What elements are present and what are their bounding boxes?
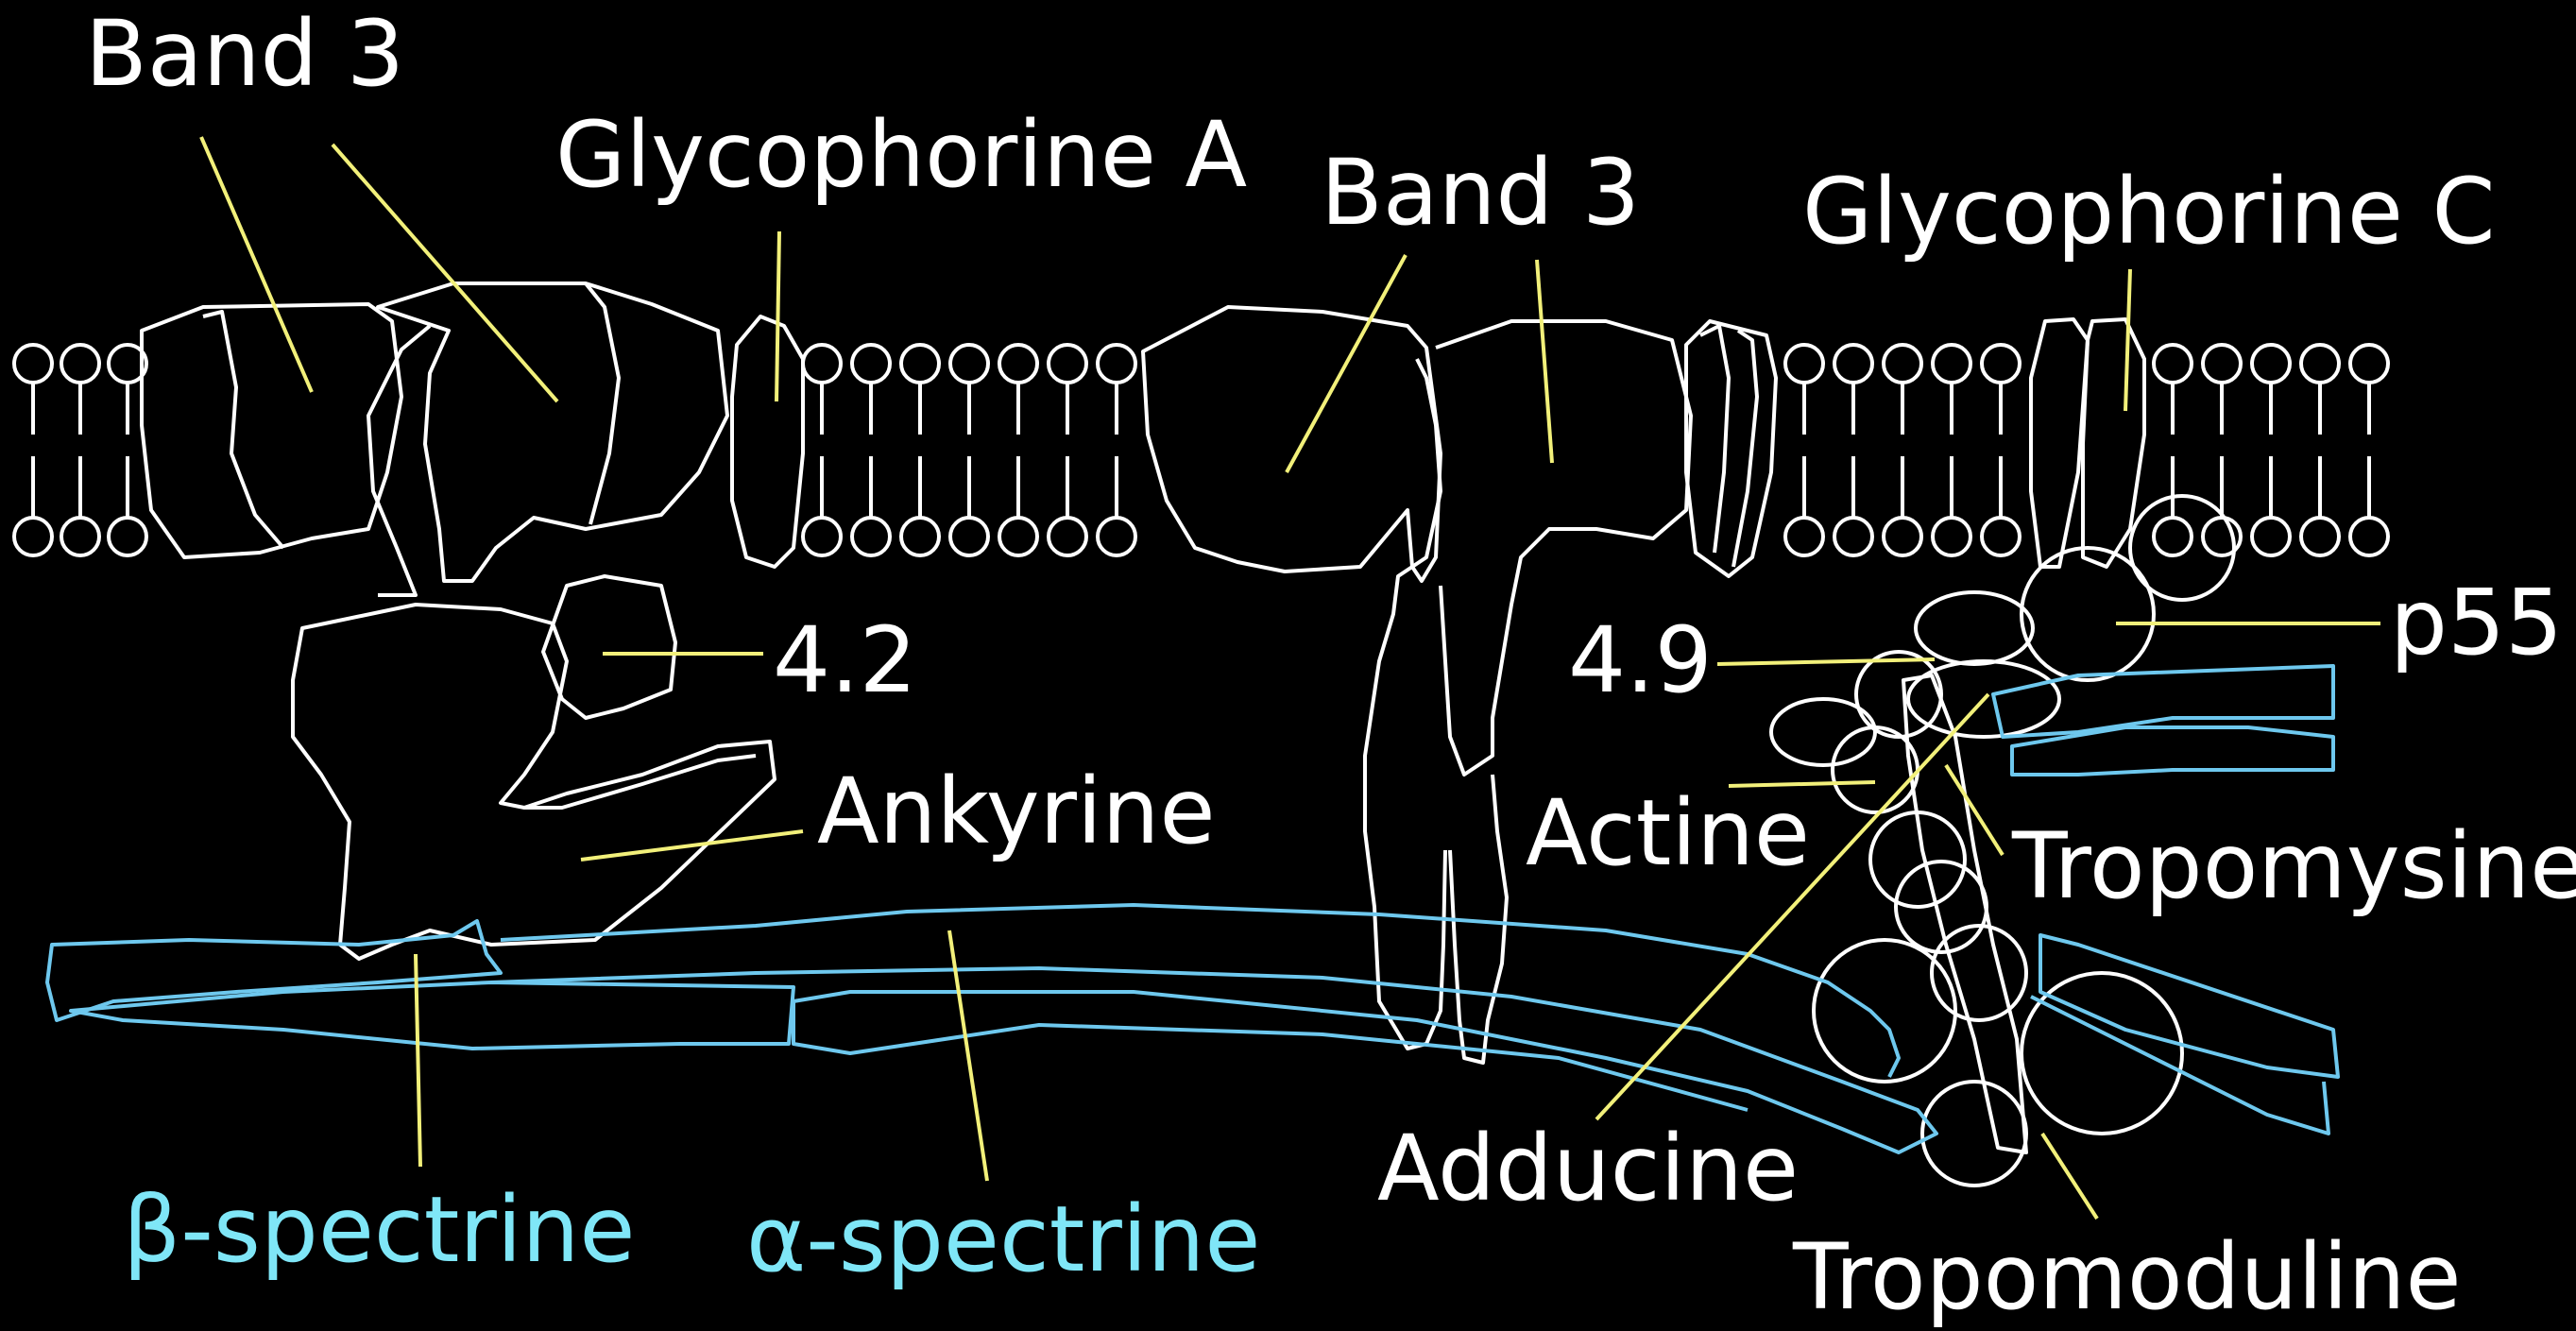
label-p55: p55 [2390, 570, 2563, 675]
lipid-head [1098, 345, 1135, 383]
lipid-head [2154, 345, 2192, 383]
label-band3-left: Band 3 [85, 1, 404, 107]
label-tropomysine: Tropomysine [2011, 813, 2576, 919]
label-beta-spectrine: β-spectrine [123, 1177, 635, 1283]
transmembrane-protein-right [1686, 321, 1776, 576]
lipid-head [14, 518, 52, 555]
lipid-head [852, 345, 890, 383]
lipid-head [803, 345, 841, 383]
lipid-head [950, 518, 988, 555]
lipid-head [2350, 518, 2388, 555]
label-ankyrine: Ankyrine [817, 759, 1216, 864]
lipid-head [901, 345, 939, 383]
lipid-head [1098, 518, 1135, 555]
lipid-head [1884, 345, 1921, 383]
lipid-head [1049, 518, 1086, 555]
lipid-head [999, 345, 1037, 383]
label-tropomoduline: Tropomoduline [1792, 1224, 2462, 1330]
label-adducine: Adducine [1377, 1116, 1799, 1221]
lipid-head [2252, 345, 2290, 383]
lipid-head [2301, 345, 2339, 383]
label-protein-4-2: 4.2 [773, 607, 917, 713]
lipid-head [1884, 518, 1921, 555]
lipid-head [1049, 345, 1086, 383]
band3-left-protein [142, 283, 727, 595]
lipid-head [950, 345, 988, 383]
lipid-head [2252, 518, 2290, 555]
label-actine: Actine [1526, 780, 1810, 886]
lipid-head [1982, 345, 2020, 383]
ankyrine-protein [293, 605, 775, 959]
lipid-head [1834, 518, 1872, 555]
label-glycophorine-c: Glycophorine C [1802, 159, 2496, 264]
label-alpha-spectrine: α-spectrine [746, 1186, 1260, 1292]
labels: Band 3 Glycophorine A Band 3 Glycophorin… [85, 1, 2576, 1330]
label-protein-4-9: 4.9 [1568, 607, 1713, 713]
lipid-head [2154, 518, 2192, 555]
lipid-head [61, 345, 99, 383]
lipid-head [803, 518, 841, 555]
glycophorine-a-protein [732, 316, 803, 567]
lipid-head [2203, 345, 2241, 383]
lipid-head [1785, 518, 1823, 555]
lipid-head [2350, 345, 2388, 383]
lipid-head [109, 518, 146, 555]
lipid-head [1834, 345, 1872, 383]
label-band3-center: Band 3 [1321, 140, 1640, 246]
spectrin-network [47, 666, 2338, 1152]
lipid-head [2301, 518, 2339, 555]
lipid-head [1933, 518, 1970, 555]
lipid-head [1982, 518, 2020, 555]
leader-lines [201, 137, 2380, 1219]
lipid-head [901, 518, 939, 555]
label-glycophorine-a: Glycophorine A [555, 102, 1247, 208]
lipid-head [14, 345, 52, 383]
lipid-head [852, 518, 890, 555]
lipid-head [61, 518, 99, 555]
lipid-head [999, 518, 1037, 555]
lipid-head [1785, 345, 1823, 383]
lipid-head [1933, 345, 1970, 383]
